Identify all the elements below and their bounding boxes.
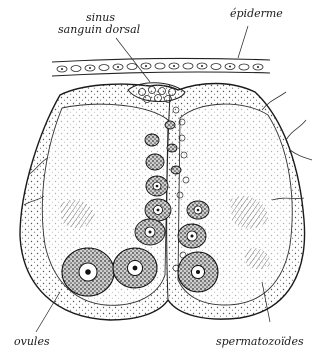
label-spermatozoides: spermatozoïdes xyxy=(216,336,304,348)
epidermis-band xyxy=(52,58,270,76)
label-epiderme: épiderme xyxy=(230,8,283,20)
label-ovules: ovules xyxy=(14,336,50,348)
label-sanguin-dorsal: sanguin dorsal xyxy=(58,24,140,36)
